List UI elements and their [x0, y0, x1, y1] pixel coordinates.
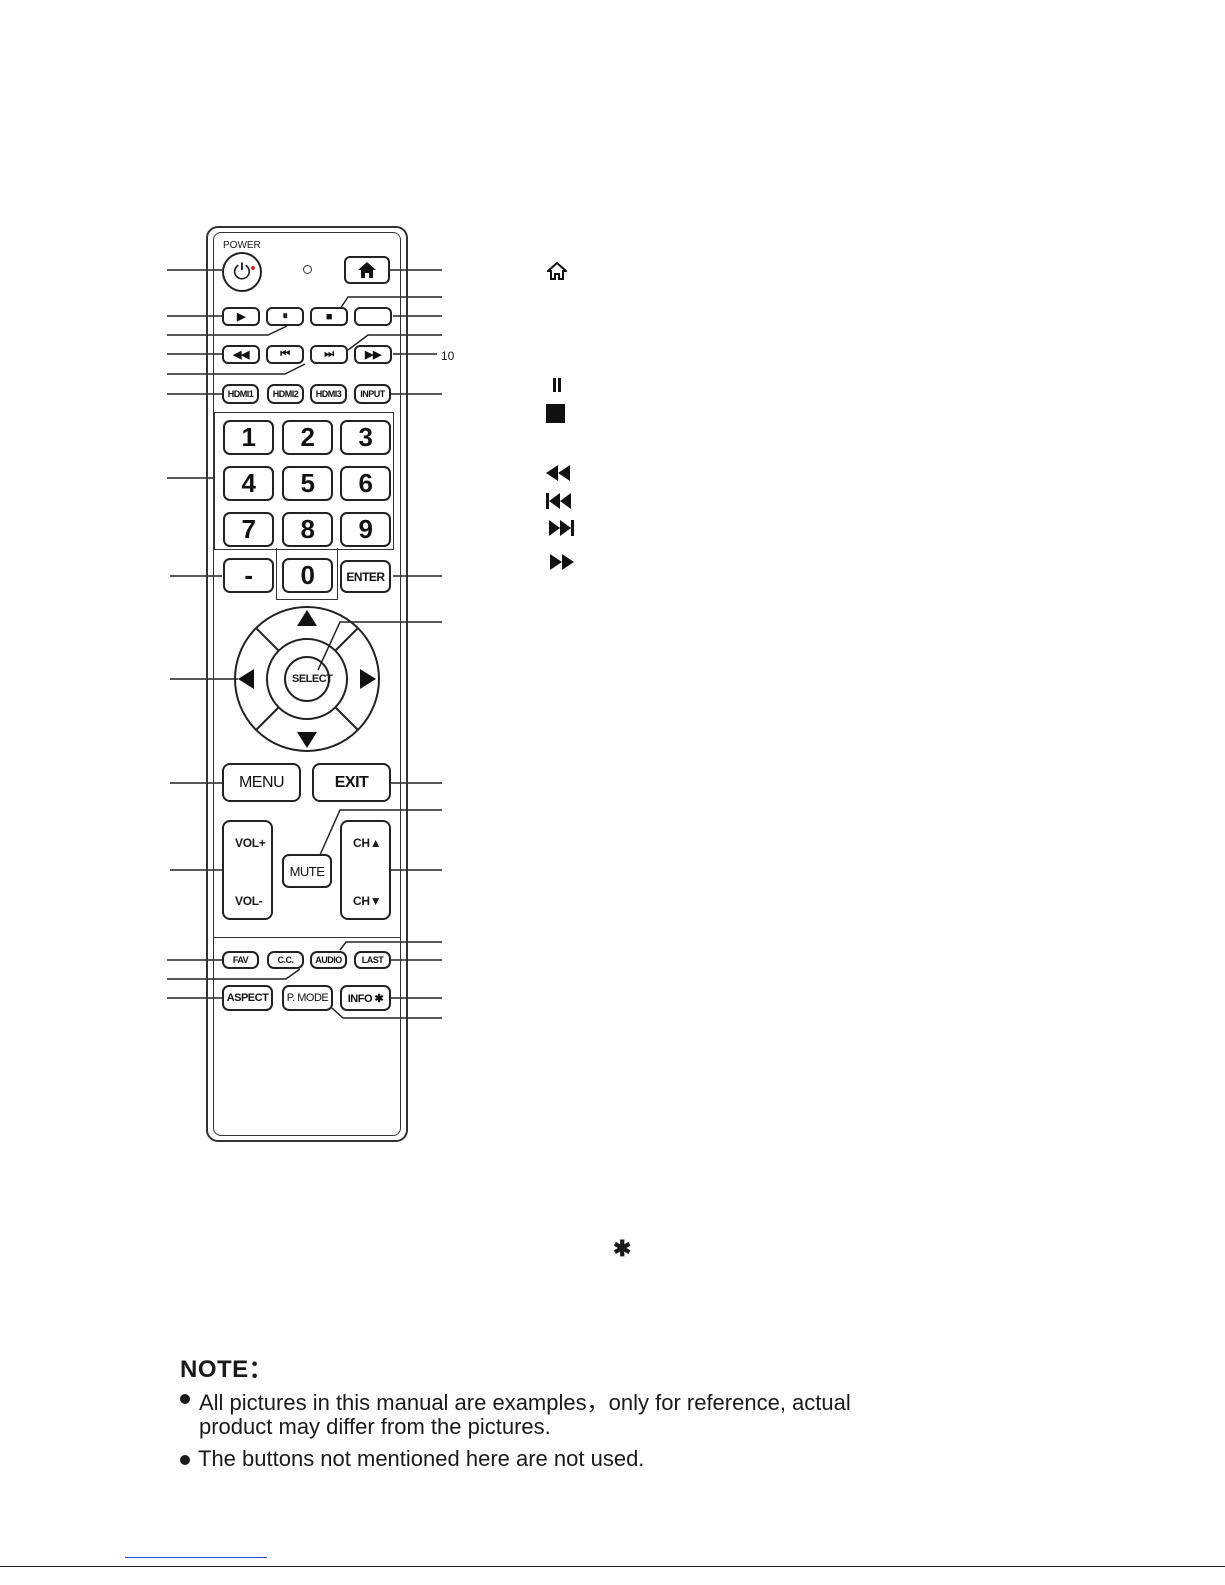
ir-sensor-led: [303, 265, 312, 274]
zero-frame: [276, 548, 338, 600]
rewind-button[interactable]: ◀◀: [222, 345, 260, 364]
note-item-2: The buttons not mentioned here are not u…: [198, 1446, 645, 1471]
hdmi1-button[interactable]: HDMI1: [222, 384, 259, 404]
pause-icon: ⏸: [282, 310, 289, 322]
footer-link-underline: [125, 1557, 267, 1558]
menu-button[interactable]: MENU: [222, 763, 301, 802]
prev-track-icon: [546, 493, 571, 509]
stop-icon: [546, 404, 565, 423]
power-button[interactable]: ⏻: [222, 252, 262, 292]
stop-button[interactable]: ■: [310, 307, 348, 326]
enter-button[interactable]: ENTER: [340, 560, 391, 593]
last-button[interactable]: LAST: [354, 951, 391, 969]
number-3-button[interactable]: 3: [340, 420, 391, 455]
play-icon: ▶: [237, 311, 245, 323]
prev-track-button[interactable]: ⏮: [266, 345, 304, 364]
hdmi3-button[interactable]: HDMI3: [310, 384, 347, 404]
prev-track-icon: ⏮: [280, 348, 290, 360]
home-button[interactable]: [344, 256, 390, 284]
note-title: NOTE：: [180, 1356, 274, 1383]
callout-number: 10: [441, 349, 455, 363]
rewind-icon: ◀◀: [233, 349, 249, 361]
next-track-icon: ⏭: [324, 348, 334, 360]
footer-rule: [0, 1566, 1225, 1567]
home-icon: [547, 262, 567, 280]
mute-button[interactable]: MUTE: [282, 854, 332, 888]
down-arrow-icon: [297, 732, 317, 748]
info-button[interactable]: INFO ✱: [340, 985, 391, 1011]
fast-forward-icon: [550, 554, 574, 570]
power-label: POWER: [223, 240, 261, 251]
dpad[interactable]: [232, 604, 382, 754]
pause-icon: [553, 378, 561, 392]
up-arrow-icon: [297, 610, 317, 626]
blank-button[interactable]: [354, 307, 392, 326]
cc-button[interactable]: C.C.: [267, 951, 304, 969]
audio-button[interactable]: AUDIO: [310, 951, 347, 969]
channel-rocker[interactable]: CH▲ CH▼: [340, 820, 391, 920]
home-icon: [358, 262, 376, 278]
right-arrow-icon: [360, 669, 376, 689]
numpad-frame: [214, 412, 394, 550]
dash-button[interactable]: -: [223, 558, 274, 593]
power-indicator: [251, 266, 255, 270]
note-item-1-cont: product may differ from the pictures.: [199, 1414, 551, 1439]
left-arrow-icon: [238, 669, 254, 689]
fast-forward-icon: ▶▶: [365, 349, 381, 361]
asterisk-symbol: ✱: [613, 1236, 632, 1261]
ch-down-label: CH▼: [353, 894, 382, 908]
stop-icon: ■: [325, 310, 333, 323]
hdmi2-button[interactable]: HDMI2: [267, 384, 304, 404]
next-track-icon: [549, 520, 574, 536]
vol-up-label: VOL+: [235, 836, 266, 850]
select-button[interactable]: SELECT: [292, 673, 333, 685]
number-5-button[interactable]: 5: [282, 466, 333, 501]
remote-inner-outline: [213, 232, 401, 1136]
bullet-icon: [180, 1394, 190, 1404]
note-item-1: All pictures in this manual are examples…: [199, 1390, 851, 1415]
rewind-icon: [546, 465, 570, 481]
play-button[interactable]: ▶: [222, 307, 260, 326]
number-4-button[interactable]: 4: [223, 466, 274, 501]
bullet-icon: [180, 1455, 190, 1465]
volume-rocker[interactable]: VOL+ VOL-: [222, 820, 273, 920]
remote-body: [206, 226, 408, 1142]
number-7-button[interactable]: 7: [223, 512, 274, 547]
fast-forward-button[interactable]: ▶▶: [354, 345, 392, 364]
pmode-button[interactable]: P. MODE: [282, 985, 333, 1011]
next-track-button[interactable]: ⏭: [310, 345, 348, 364]
input-button[interactable]: INPUT: [354, 384, 391, 404]
number-8-button[interactable]: 8: [282, 512, 333, 547]
number-6-button[interactable]: 6: [340, 466, 391, 501]
exit-button[interactable]: EXIT: [312, 763, 391, 802]
number-1-button[interactable]: 1: [223, 420, 274, 455]
pause-button[interactable]: ⏸: [266, 307, 304, 326]
fav-button[interactable]: FAV: [222, 951, 259, 969]
aspect-button[interactable]: ASPECT: [222, 985, 273, 1011]
ch-up-label: CH▲: [353, 836, 382, 850]
vol-down-label: VOL-: [235, 894, 263, 908]
number-2-button[interactable]: 2: [282, 420, 333, 455]
number-9-button[interactable]: 9: [340, 512, 391, 547]
power-icon: ⏻: [233, 259, 251, 284]
number-0-button[interactable]: 0: [282, 558, 333, 593]
remote-divider: [213, 937, 401, 938]
